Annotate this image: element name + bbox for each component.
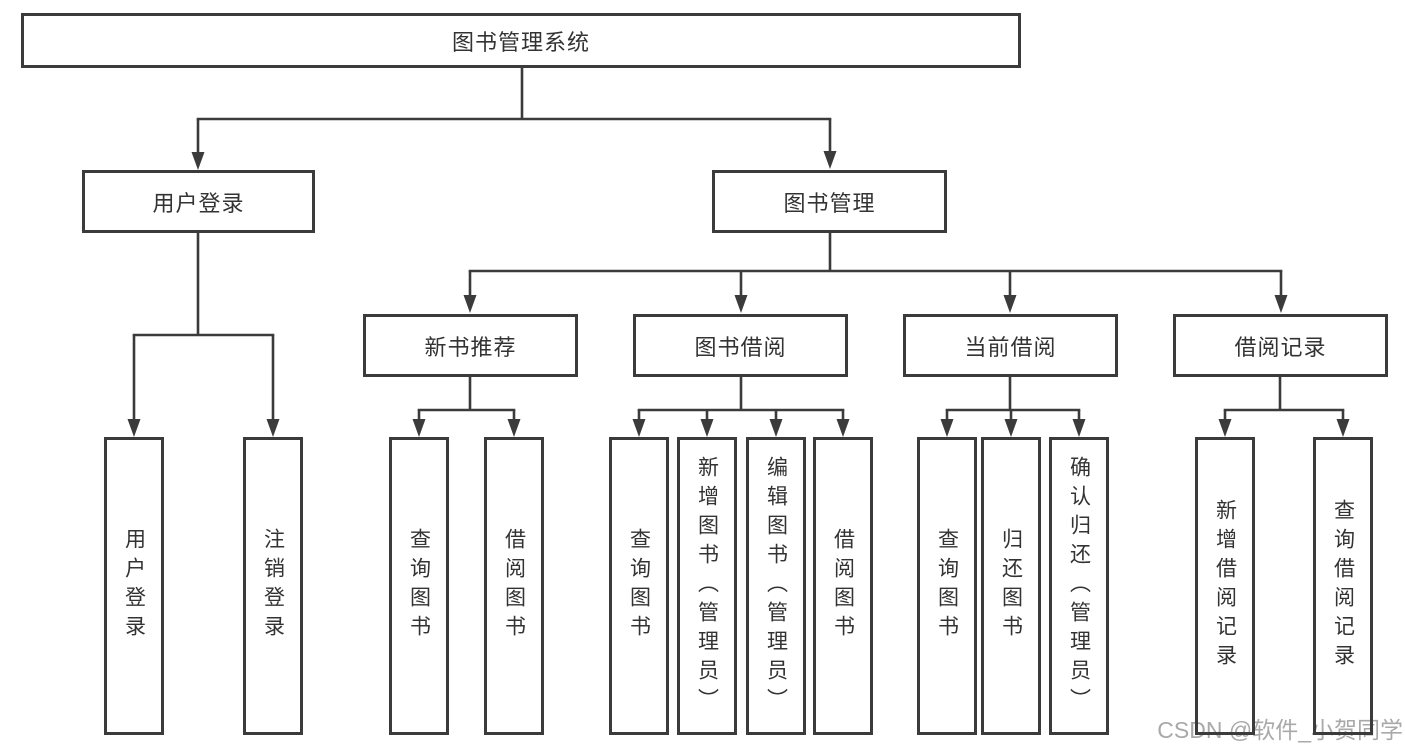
leaf-add-borrowing-record: 新增借阅记录 <box>1195 437 1255 735</box>
watermark: CSDN @软件_小贺同学 <box>1157 717 1403 743</box>
leaf-edit-books-admin: 编辑图书（管理员） <box>746 437 806 735</box>
leaf-confirm-return-admin: 确认归还（管理员） <box>1049 437 1109 735</box>
leaf-query-books-current: 查询图书 <box>917 437 977 735</box>
node-book-management: 图书管理 <box>712 170 947 233</box>
leaf-query-borrowing-record: 查询借阅记录 <box>1313 437 1373 735</box>
node-current-borrowing: 当前借阅 <box>903 314 1118 377</box>
node-user-login: 用户登录 <box>82 170 315 233</box>
node-library-management-system: 图书管理系统 <box>21 13 1021 68</box>
leaf-borrow-books-borrowing: 借阅图书 <box>813 437 873 735</box>
node-new-book-recommendation: 新书推荐 <box>363 314 578 377</box>
leaf-logout: 注销登录 <box>243 437 303 735</box>
leaf-return-books: 归还图书 <box>981 437 1041 735</box>
leaf-query-books-recommendation: 查询图书 <box>389 437 449 735</box>
leaf-query-books-borrowing: 查询图书 <box>609 437 669 735</box>
leaf-user-login: 用户登录 <box>104 437 164 735</box>
arrowhead-icons <box>127 151 1350 437</box>
node-borrowing-records: 借阅记录 <box>1173 314 1388 377</box>
node-book-borrowing: 图书借阅 <box>633 314 848 377</box>
leaf-borrow-books-recommendation: 借阅图书 <box>484 437 544 735</box>
leaf-add-books-admin: 新增图书（管理员） <box>677 437 737 735</box>
